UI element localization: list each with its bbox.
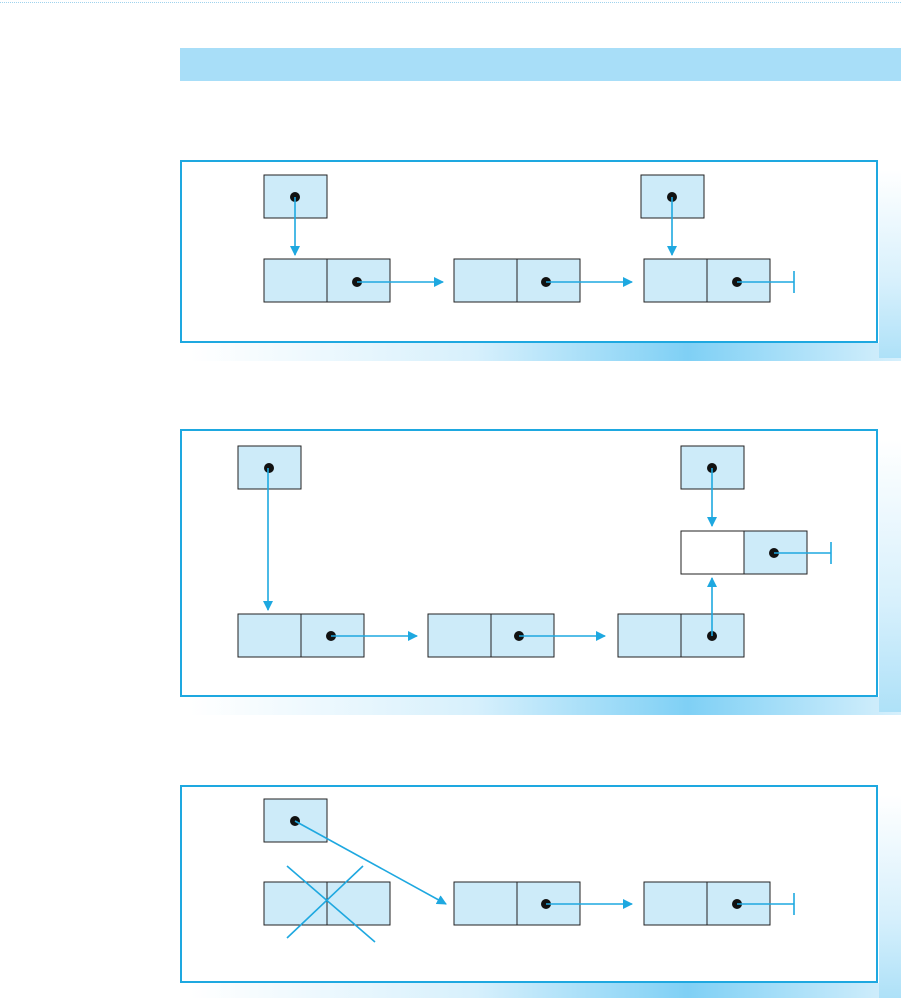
node-3-data (618, 614, 681, 657)
node-2-data (454, 259, 517, 302)
removed-node-data (264, 882, 327, 925)
pointer-dot-icon (264, 463, 274, 473)
node-3-data (644, 882, 707, 925)
node-3-data (644, 259, 707, 302)
node-2-data (428, 614, 491, 657)
removed-node-next (327, 882, 390, 925)
new-node-data (681, 531, 744, 574)
node-1-data (238, 614, 301, 657)
node-2-data (454, 882, 517, 925)
node-1-data (264, 259, 327, 302)
